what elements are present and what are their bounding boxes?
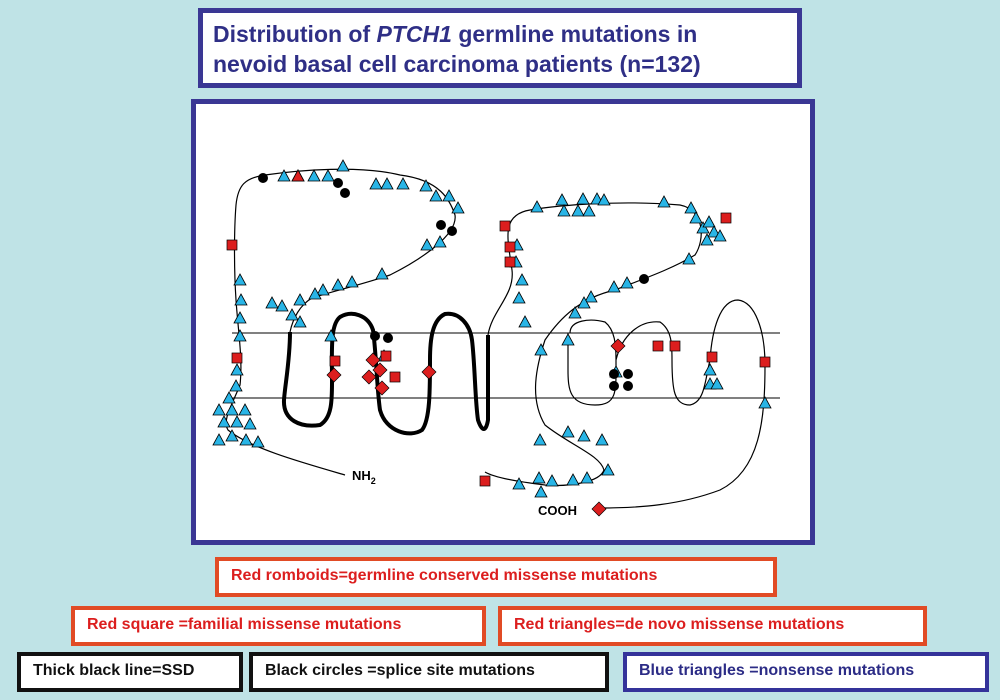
ptch1-topology-diagram: NH2 COOH	[212, 159, 780, 518]
title-line-2: nevoid basal cell carcinoma patients (n=…	[213, 51, 701, 77]
protein-backbone-line	[225, 168, 766, 509]
legend-blue-triangles: Blue triangles =nonsense mutations	[623, 652, 989, 692]
ssd-thick-line	[281, 311, 490, 436]
n-terminus-label: NH2	[352, 468, 376, 486]
legend-rhomboids: Red romboids=germline conserved missense…	[215, 557, 777, 597]
nonsense-mutation-markers	[212, 159, 772, 498]
legend-squares: Red square =familial missense mutations	[71, 606, 486, 646]
legend-thick-line: Thick black line=SSD	[17, 652, 243, 692]
title-line-1: Distribution of PTCH1 germline mutations…	[213, 21, 698, 47]
gene-name: PTCH1	[376, 21, 452, 47]
splice-site-markers	[258, 173, 649, 391]
c-terminus-label: COOH	[538, 503, 577, 518]
title-box: Distribution of PTCH1 germline mutations…	[198, 8, 802, 88]
ptch1-topology-panel: NH2 COOH	[191, 99, 815, 545]
de-novo-missense-markers	[291, 169, 305, 182]
legend-red-triangles: Red triangles=de novo missense mutations	[498, 606, 927, 646]
legend-circles: Black circles =splice site mutations	[249, 652, 609, 692]
